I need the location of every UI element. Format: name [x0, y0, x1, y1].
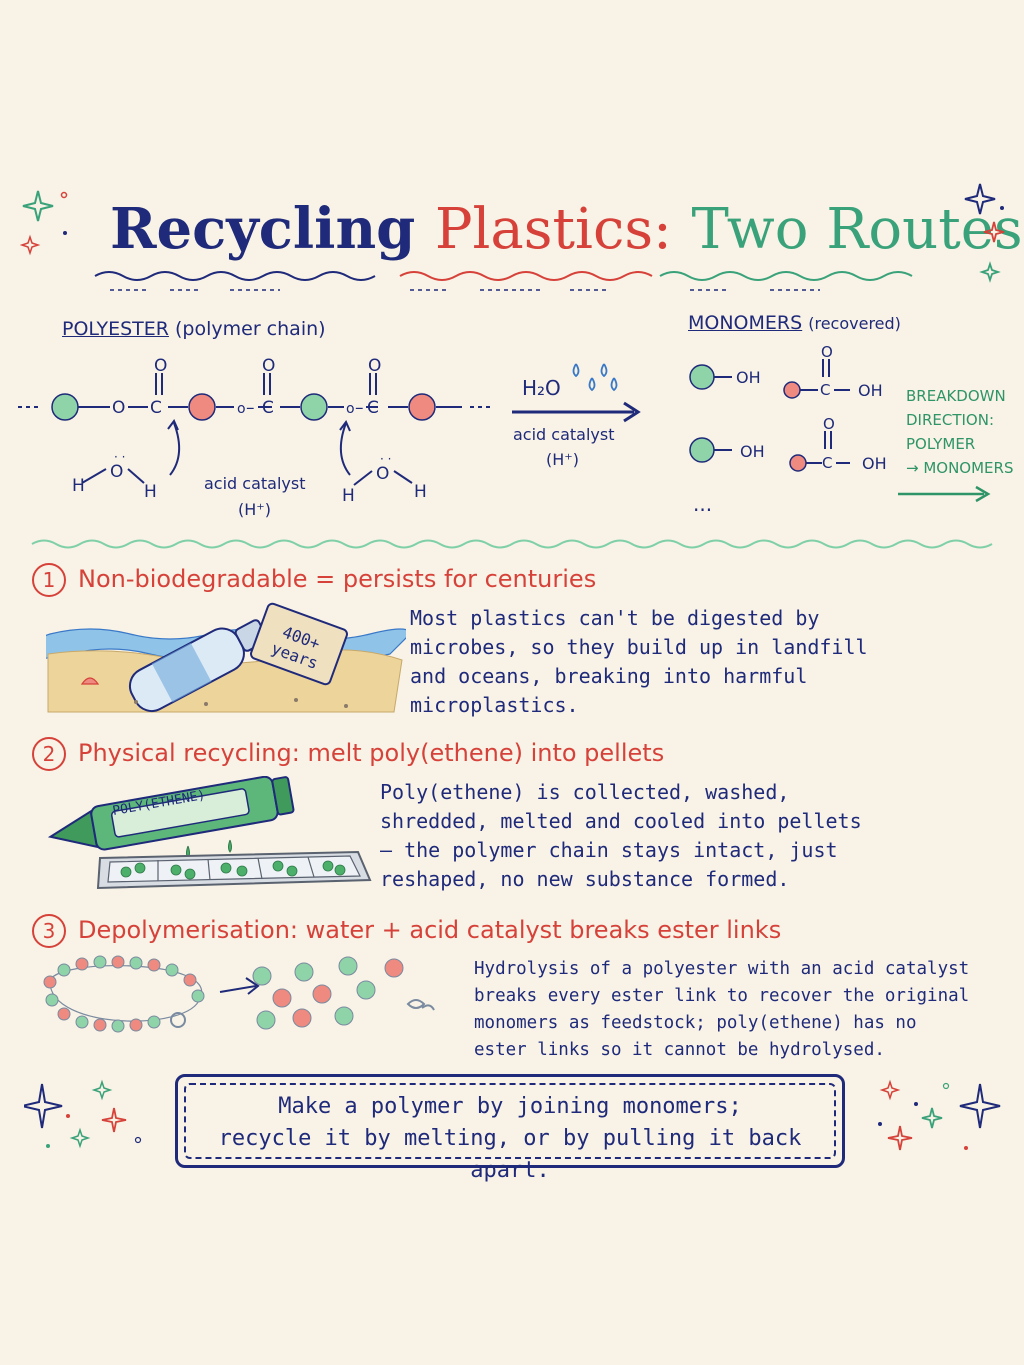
direction-note-line-2: DIRECTION:	[906, 411, 995, 429]
direction-note-line-4: → MONOMERS	[906, 459, 1014, 477]
monomer-oh-label-2: OH	[858, 381, 883, 400]
title-underline-decoration	[94, 271, 913, 291]
water-droplets-icon	[572, 363, 618, 392]
beach-bottle-illustration	[46, 619, 406, 713]
section-2-body: Poly(ethene) is collected, washed, shred…	[380, 780, 862, 891]
monomers-ellipsis: ...	[693, 492, 713, 516]
summary-line-2: recycle it by melting, or by pulling it …	[218, 1126, 802, 1183]
polyester-label-suffix: (polymer chain)	[175, 318, 326, 340]
reaction-arrow-icon	[512, 401, 641, 423]
section-2-heading: 2 Physical recycling: melt poly(ethene) i…	[32, 737, 664, 771]
direction-note-line-3: POLYMER	[906, 435, 976, 453]
years-tag-text: 400+ years	[268, 622, 323, 673]
breakdown-direction-note: BREAKDOWN DIRECTION: POLYMER → MONOMERS	[906, 384, 1013, 480]
svg-text:O: O	[110, 462, 123, 482]
monomer-oh-label-3: OH	[740, 442, 765, 461]
water-reagent-label: H₂O	[522, 376, 561, 400]
reaction-h-plus-label: (H⁺)	[546, 450, 579, 469]
svg-text:C: C	[150, 398, 162, 418]
section-divider	[31, 539, 993, 549]
svg-text:O: O	[154, 356, 167, 376]
section-2-heading-text: Physical recycling: melt poly(ethene) in…	[78, 739, 665, 767]
svg-text:H: H	[144, 482, 157, 502]
title-part-plastics: Plastics:	[434, 197, 672, 262]
svg-text:C: C	[822, 454, 832, 472]
summary-line-1: Make a polymer by joining monomers;	[278, 1094, 742, 1119]
bead-chain-breaking-illustration	[43, 955, 435, 1033]
monomers-diagram: C O C O	[689, 345, 850, 472]
svg-text:H: H	[342, 486, 355, 506]
monomers-label-main: MONOMERS	[688, 312, 803, 334]
svg-text:H: H	[414, 482, 427, 502]
svg-text:–: –	[246, 398, 255, 418]
svg-text:o: o	[237, 401, 246, 417]
section-1-heading: 1 Non-biodegradable = persists for centur…	[32, 563, 596, 597]
section-1-number: 1	[32, 563, 66, 597]
svg-text:· ·: · ·	[114, 450, 125, 464]
summary-text: Make a polymer by joining monomers; recy…	[178, 1091, 842, 1187]
svg-text:H: H	[72, 476, 85, 496]
chain-h-plus-label: (H⁺)	[238, 500, 271, 519]
sparkle-decoration-top-left	[20, 190, 68, 256]
direction-note-line-1: BREAKDOWN	[906, 387, 1006, 405]
section-3-number: 3	[32, 914, 66, 948]
svg-text:C: C	[367, 398, 379, 418]
monomers-label: MONOMERS (recovered)	[688, 312, 901, 334]
svg-text:O: O	[112, 398, 125, 418]
monomer-oh-label-1: OH	[736, 368, 761, 387]
title-part-recycling: Recycling	[110, 196, 416, 262]
reaction-acid-catalyst-label: acid catalyst	[513, 425, 615, 444]
section-1-body: Most plastics can't be digested by micro…	[410, 606, 868, 717]
summary-box: Make a polymer by joining monomers; recy…	[175, 1074, 845, 1183]
section-1-heading-text: Non-biodegradable = persists for centuri…	[78, 565, 597, 593]
sparkle-decoration-bottom-right	[878, 1079, 1001, 1151]
section-3-body: Hydrolysis of a polyester with an acid c…	[474, 959, 970, 1060]
polyester-chain-diagram: O C O o – C O o – C O H O H H O H · · · …	[18, 356, 490, 506]
page-title: Recycling Plastics: Two Routes	[110, 196, 1023, 262]
sparkle-decoration-top-right	[964, 183, 1005, 283]
svg-text:C: C	[262, 398, 274, 418]
section-3-heading-text: Depolymerisation: water + acid catalyst …	[78, 916, 782, 944]
monomers-label-suffix: (recovered)	[808, 314, 901, 333]
svg-text:C: C	[820, 381, 830, 399]
chain-acid-catalyst-label: acid catalyst	[204, 474, 306, 493]
svg-text:O: O	[368, 356, 381, 376]
svg-text:· ·: · ·	[380, 452, 391, 466]
polyester-label-main: POLYESTER	[62, 318, 169, 340]
svg-text:O: O	[821, 345, 833, 361]
svg-text:O: O	[376, 464, 389, 484]
title-part-two-routes: Two Routes	[691, 197, 1023, 262]
sparkle-decoration-bottom-left	[24, 1079, 142, 1149]
melting-tube-and-pellet-tray-illustration	[47, 776, 372, 890]
polyester-label: POLYESTER (polymer chain)	[62, 318, 326, 340]
svg-text:O: O	[262, 356, 275, 376]
section-2-number: 2	[32, 737, 66, 771]
summary-box-inner-border	[184, 1083, 836, 1159]
svg-text:o: o	[346, 401, 355, 417]
svg-text:O: O	[823, 415, 835, 433]
section-3-heading: 3 Depolymerisation: water + acid catalyst…	[32, 914, 781, 948]
svg-text:–: –	[355, 398, 364, 418]
direction-arrow-icon	[898, 485, 991, 503]
monomer-oh-label-4: OH	[862, 454, 887, 473]
